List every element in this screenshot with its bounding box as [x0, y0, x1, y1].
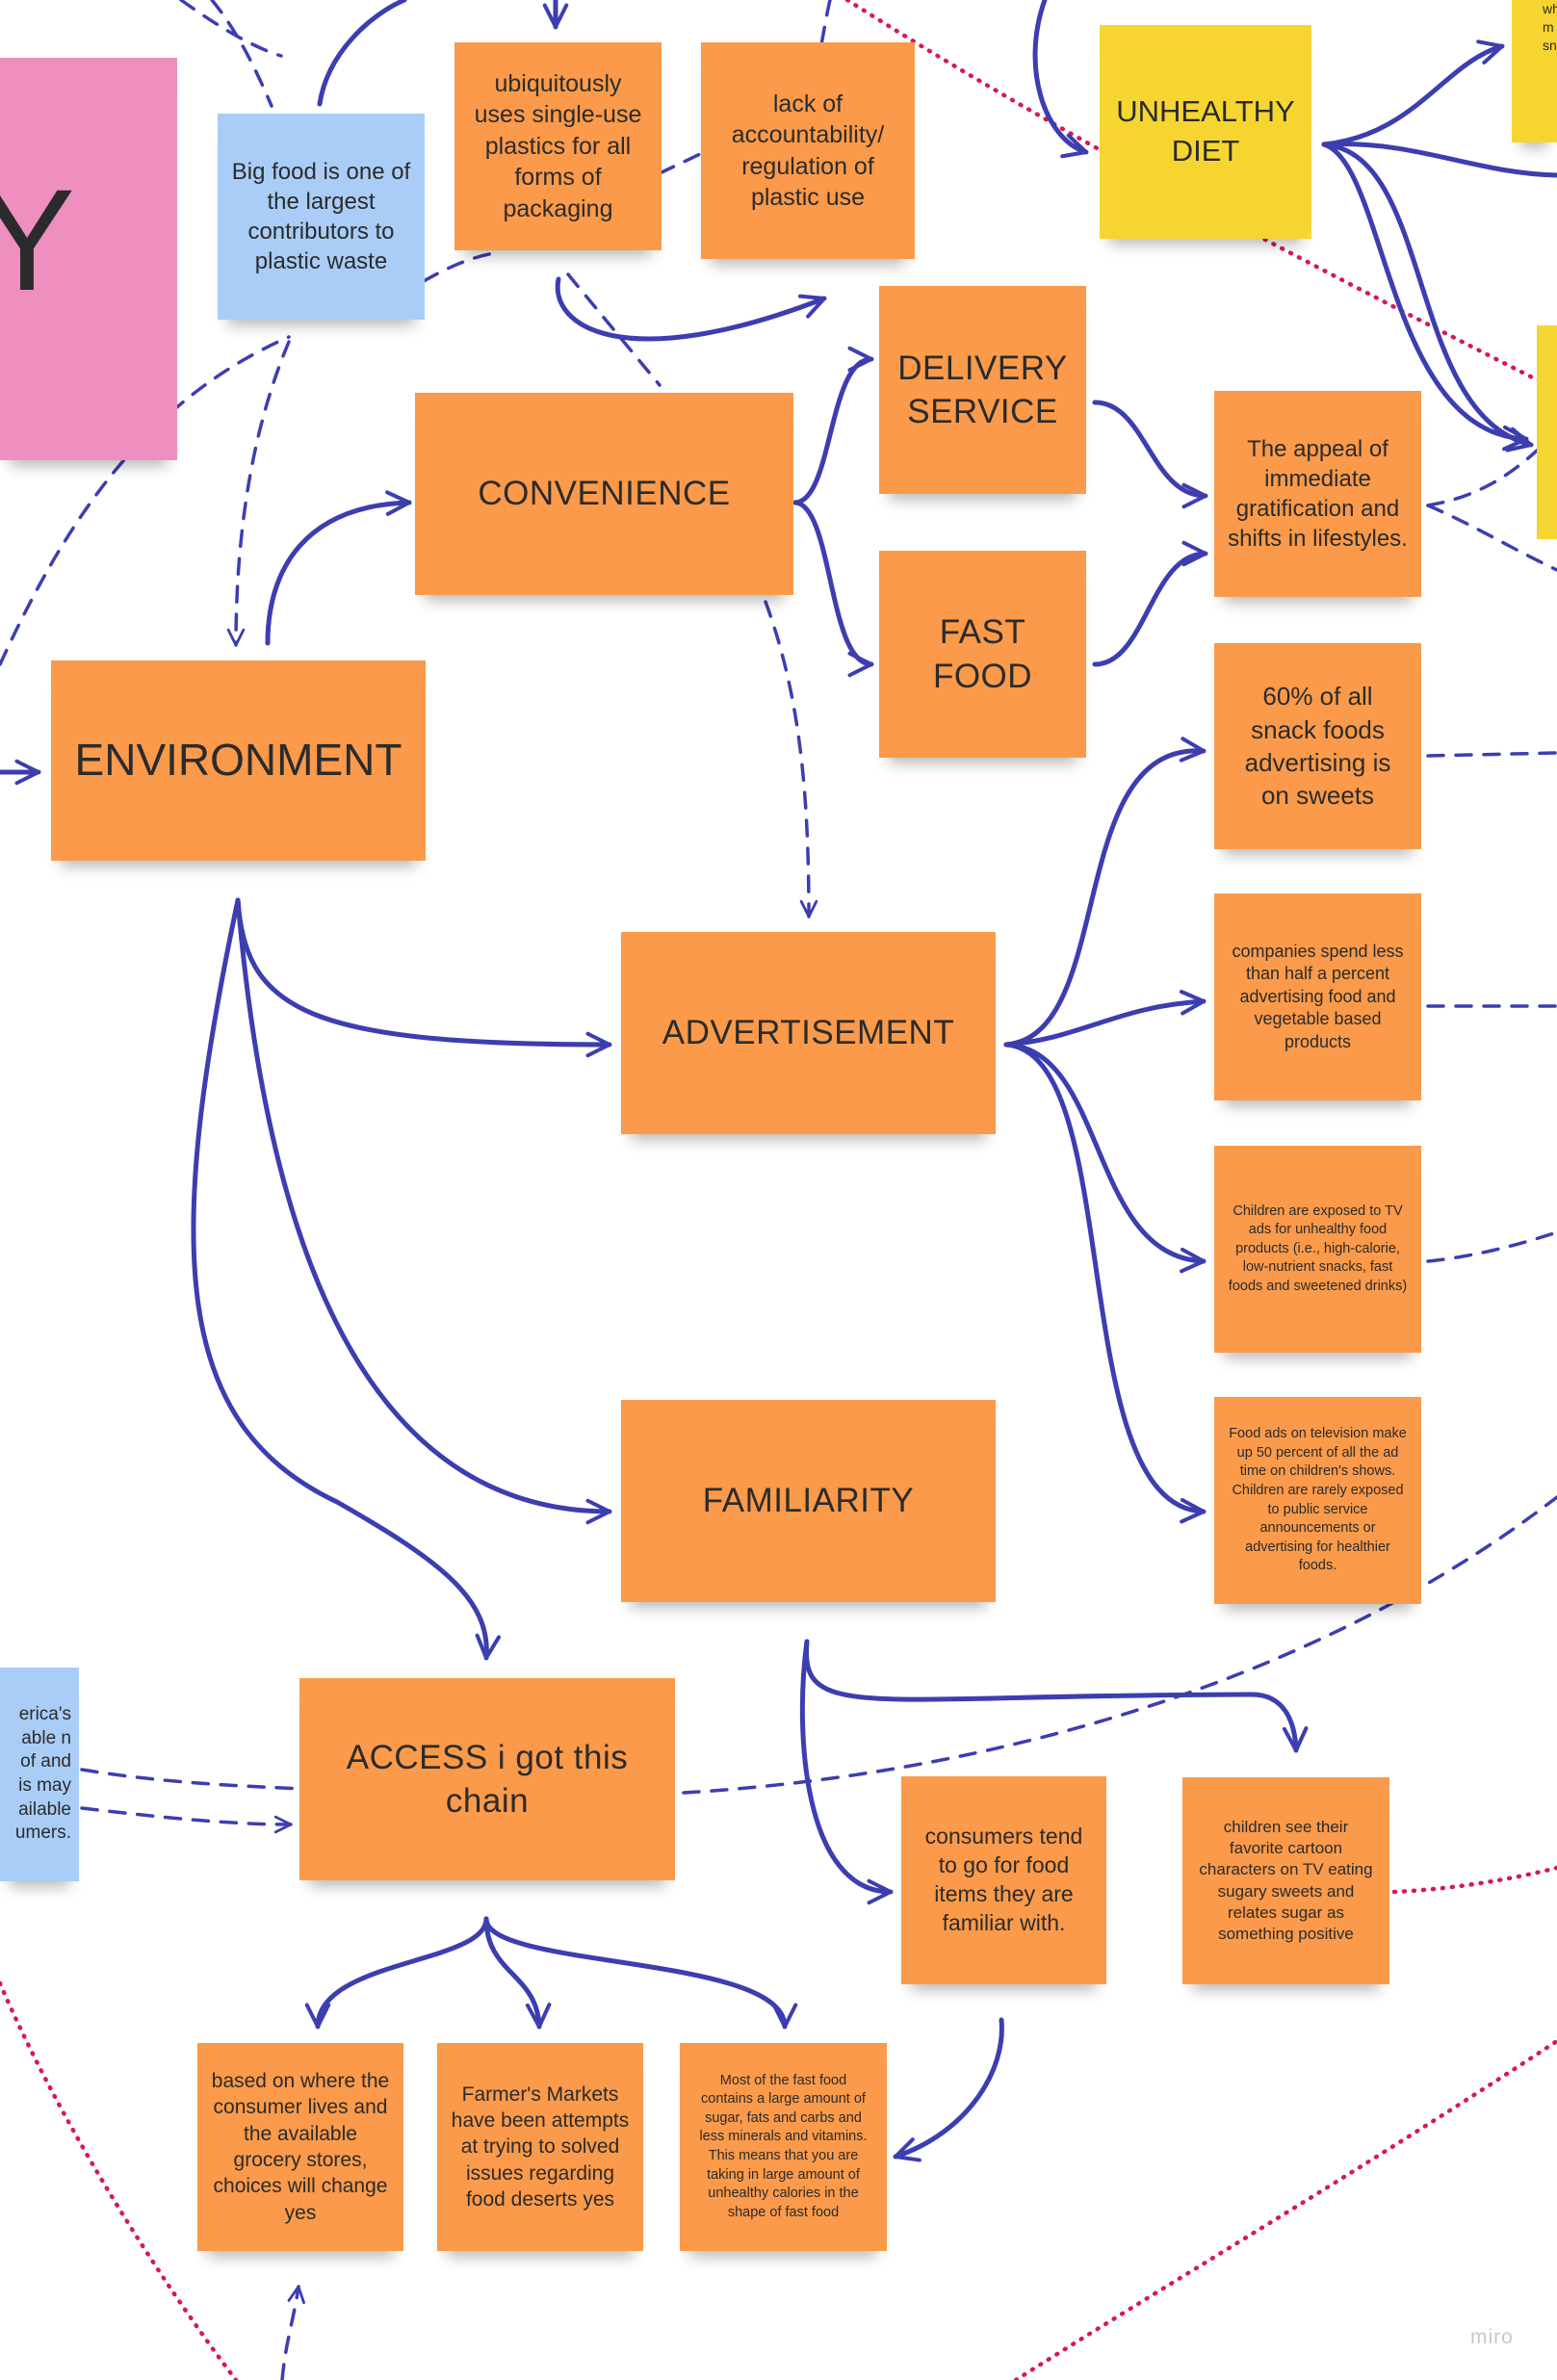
- dotted-link-bottom-left[interactable]: [0, 1980, 239, 2380]
- arrow-items-to-nutrition[interactable]: [893, 2017, 1004, 2162]
- note-veg-ads-text: companies spend less than half a percent…: [1232, 942, 1404, 1051]
- note-familiar-items[interactable]: consumers tend to go for food items they…: [901, 1776, 1106, 1984]
- dashed-access-to-right[interactable]: [682, 1495, 1557, 1795]
- note-farmers-markets[interactable]: Farmer's Markets have been attempts at t…: [437, 2043, 643, 2251]
- arrow-advert-to-food-ads[interactable]: [1003, 1042, 1207, 1524]
- note-top-right-fragment[interactable]: whic m sna: [1512, 0, 1557, 142]
- miro-watermark: miro: [1470, 2326, 1514, 2348]
- brace-convenience-to-fastfood[interactable]: [792, 500, 874, 678]
- brace-access-to-nutrition[interactable]: [483, 1916, 798, 2030]
- arrow-diet-right[interactable]: [1321, 142, 1557, 178]
- dashed-single-use-to-accountability[interactable]: [658, 152, 702, 175]
- note-advertisement[interactable]: ADVERTISEMENT: [621, 932, 996, 1134]
- note-advertisement-text: ADVERTISEMENT: [662, 1014, 955, 1052]
- arrow-environment-to-advertisement[interactable]: [235, 897, 612, 1058]
- dashed-bottom-up-to-grocery[interactable]: [280, 2285, 305, 2380]
- note-fast-food[interactable]: FAST FOOD: [879, 551, 1086, 758]
- note-food-ads-tv[interactable]: Food ads on television make up 50 percen…: [1214, 1397, 1421, 1604]
- note-left-fragment[interactable]: erica's able n of and is may ailable ume…: [0, 1668, 79, 1881]
- dashed-left-to-access-arrow[interactable]: [80, 1806, 293, 1834]
- dashed-bigfood-to-environment[interactable]: [226, 340, 291, 647]
- arrow-single-use-to-accountability[interactable]: [555, 276, 827, 342]
- note-access-text: ACCESS i got this chain: [346, 1738, 629, 1821]
- note-accountability-text: lack of accountability/ regulation of pl…: [731, 90, 885, 212]
- note-convenience-text: CONVENIENCE: [478, 475, 731, 513]
- arrow-diet-down-1[interactable]: [1321, 142, 1534, 453]
- dashed-bigfood-to-single-use[interactable]: [422, 250, 503, 283]
- arrow-diet-top-right[interactable]: [1321, 39, 1505, 147]
- dotted-link-bottom-right[interactable]: [1013, 2038, 1557, 2380]
- dashed-left-edge-curve[interactable]: [0, 335, 291, 666]
- note-convenience[interactable]: CONVENIENCE: [415, 393, 793, 595]
- note-farmers-markets-text: Farmer's Markets have been attempts at t…: [451, 2082, 630, 2211]
- note-familiarity[interactable]: FAMILIARITY: [621, 1400, 996, 1602]
- note-big-food-text: Big food is one of the largest contribut…: [231, 158, 411, 275]
- note-veg-ads[interactable]: companies spend less than half a percent…: [1214, 893, 1421, 1100]
- dashed-gratification-right-down[interactable]: [1426, 504, 1557, 572]
- brace-convenience-to-delivery[interactable]: [792, 346, 874, 505]
- note-grocery[interactable]: based on where the consumer lives and th…: [197, 2043, 403, 2251]
- arrow-familiarity-to-cartoon[interactable]: [803, 1639, 1309, 1753]
- note-big-food[interactable]: Big food is one of the largest contribut…: [218, 114, 425, 320]
- note-children-tv-text: Children are exposed to TV ads for unhea…: [1228, 1203, 1408, 1294]
- note-grocery-text: based on where the consumer lives and th…: [211, 2070, 390, 2224]
- arrow-bigfood-curve[interactable]: [317, 0, 407, 107]
- note-snack-ads-text: 60% of all snack foods advertising is on…: [1244, 682, 1391, 811]
- note-children-tv[interactable]: Children are exposed to TV ads for unhea…: [1214, 1146, 1421, 1353]
- note-fast-food-nutrition-text: Most of the fast food contains a large a…: [699, 2072, 868, 2220]
- note-snack-ads[interactable]: 60% of all snack foods advertising is on…: [1214, 643, 1421, 849]
- note-cartoon-text: children see their favorite cartoon char…: [1199, 1818, 1373, 1943]
- note-title-fragment-text: Y: [0, 158, 76, 321]
- note-delivery-service[interactable]: DELIVERY SERVICE: [879, 286, 1086, 494]
- dotted-link-top-diagonal[interactable]: [844, 0, 1557, 393]
- note-delivery-service-text: DELIVERY SERVICE: [897, 349, 1068, 431]
- arrow-advert-to-veg[interactable]: [1003, 990, 1207, 1048]
- note-right-edge-fragment[interactable]: [1537, 325, 1557, 539]
- note-environment-text: ENVIRONMENT: [74, 735, 402, 786]
- note-accountability[interactable]: lack of accountability/ regulation of pl…: [701, 42, 915, 259]
- note-cartoon[interactable]: children see their favorite cartoon char…: [1182, 1777, 1389, 1984]
- arrow-advert-to-snack[interactable]: [1003, 737, 1207, 1048]
- dotted-link-right-cartoon[interactable]: [1391, 1865, 1557, 1895]
- arrow-advert-to-children-tv[interactable]: [1003, 1042, 1207, 1274]
- note-fast-food-text: FAST FOOD: [932, 613, 1033, 695]
- arrow-fastfood-to-gratification[interactable]: [1092, 540, 1208, 667]
- note-left-fragment-text: erica's able n of and is may ailable ume…: [14, 1703, 71, 1844]
- note-top-right-fragment-text: whic m sna: [1543, 1, 1557, 53]
- dashed-children-tv-right[interactable]: [1426, 1230, 1557, 1263]
- dashed-snack-right[interactable]: [1426, 751, 1557, 758]
- note-food-ads-tv-text: Food ads on television make up 50 percen…: [1229, 1426, 1407, 1574]
- dashed-top-left-2[interactable]: [210, 0, 273, 108]
- brace-access-to-farmers[interactable]: [483, 1916, 552, 2030]
- note-familiarity-text: FAMILIARITY: [702, 1482, 915, 1520]
- note-familiar-items-text: consumers tend to go for food items they…: [924, 1824, 1083, 1935]
- dashed-single-use-down[interactable]: [566, 272, 662, 387]
- note-gratification-text: The appeal of immediate gratification an…: [1228, 435, 1408, 553]
- note-single-use-text: ubiquitously uses single-use plastics fo…: [474, 69, 642, 222]
- note-single-use[interactable]: ubiquitously uses single-use plastics fo…: [454, 42, 662, 250]
- brace-access-to-grocery[interactable]: [304, 1916, 489, 2030]
- note-unhealthy-diet-text: UNHEALTHY DIET: [1116, 94, 1295, 168]
- arrow-environment-to-familiarity[interactable]: [235, 897, 612, 1525]
- note-fast-food-nutrition[interactable]: Most of the fast food contains a large a…: [680, 2043, 887, 2251]
- note-unhealthy-diet[interactable]: UNHEALTHY DIET: [1100, 25, 1311, 239]
- note-title-fragment[interactable]: Y: [0, 58, 177, 460]
- arrow-familiarity-to-items[interactable]: [799, 1639, 894, 1905]
- note-environment[interactable]: ENVIRONMENT: [51, 660, 426, 861]
- arrow-delivery-to-gratification[interactable]: [1092, 400, 1208, 509]
- arrow-environment-to-convenience[interactable]: [265, 490, 412, 646]
- note-gratification[interactable]: The appeal of immediate gratification an…: [1214, 391, 1421, 597]
- arrow-environment-to-access[interactable]: [191, 897, 502, 1661]
- dashed-convenience-to-advertisement[interactable]: [764, 600, 818, 918]
- note-access[interactable]: ACCESS i got this chain: [299, 1678, 675, 1880]
- arrow-diet-down-2[interactable]: [1321, 142, 1529, 452]
- arrow-into-unhealthy-diet[interactable]: [1032, 0, 1089, 159]
- dashed-left-to-access[interactable]: [80, 1768, 305, 1791]
